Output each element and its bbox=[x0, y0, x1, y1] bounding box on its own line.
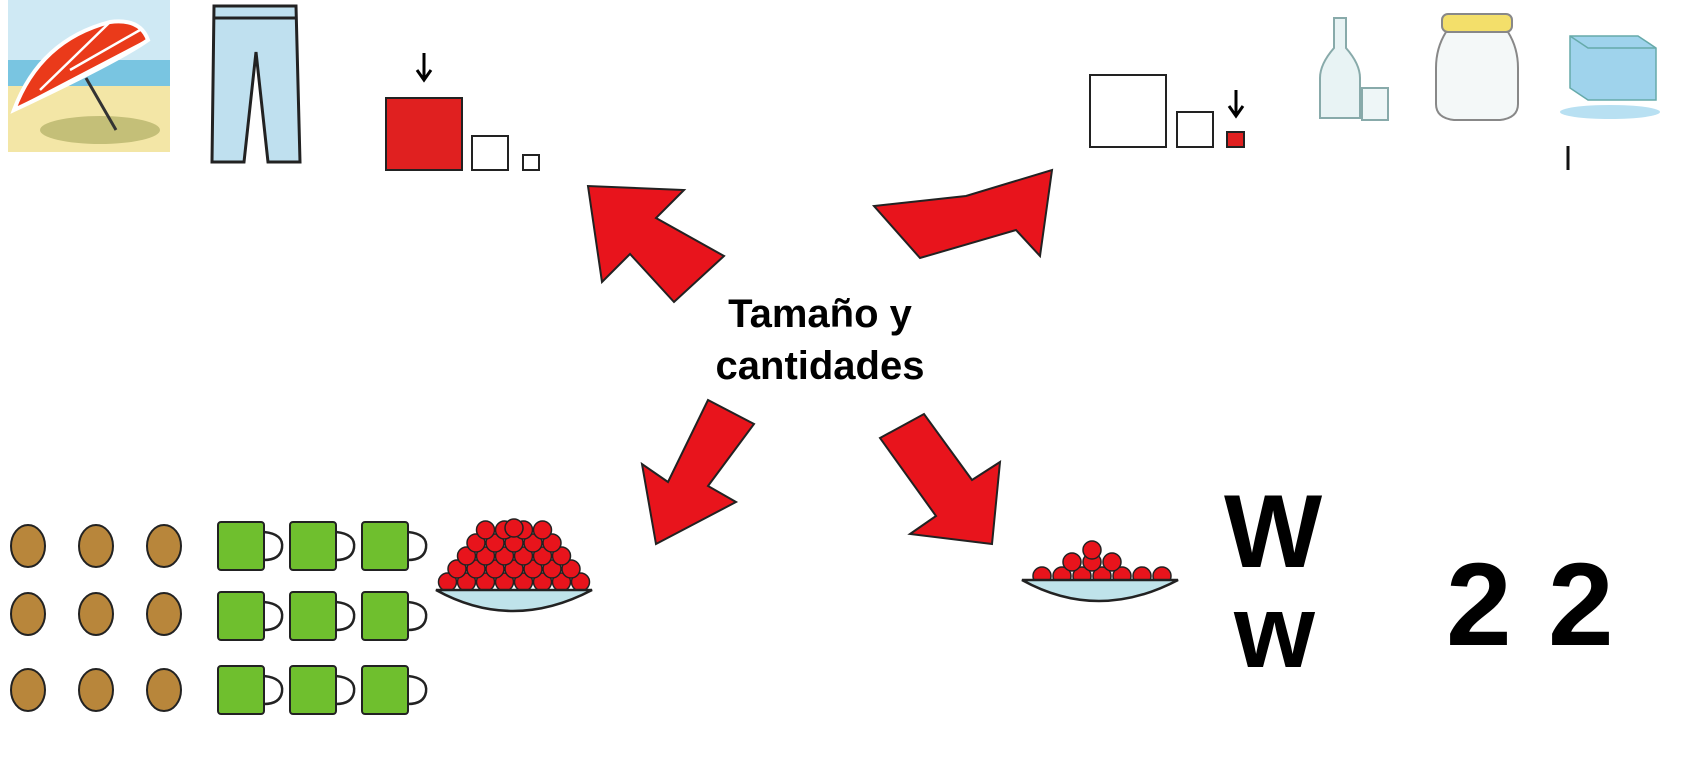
berry-icon bbox=[1102, 552, 1122, 572]
berry-icon bbox=[504, 518, 524, 538]
number-two-left: 2 bbox=[1446, 539, 1512, 671]
beach-umbrella-icon bbox=[8, 0, 170, 152]
berry-icon bbox=[513, 546, 534, 566]
jeans-icon bbox=[210, 4, 302, 164]
berry-icon bbox=[475, 520, 496, 540]
berry-icon bbox=[494, 546, 515, 566]
potato-icon bbox=[146, 524, 182, 568]
potato-icon bbox=[78, 668, 114, 712]
full-bowl-berries-icon bbox=[435, 518, 593, 613]
potato-icon bbox=[146, 592, 182, 636]
berry-icon bbox=[485, 559, 505, 579]
berry-icon bbox=[447, 559, 467, 579]
berry-icon bbox=[485, 533, 505, 553]
bottle-and-glass-icon bbox=[1319, 17, 1389, 121]
arrow-top-right bbox=[871, 168, 1054, 260]
berry-icon bbox=[1062, 552, 1082, 572]
berry-icon bbox=[523, 533, 543, 553]
arrow-top-left bbox=[586, 184, 726, 304]
potato-icon bbox=[78, 524, 114, 568]
bowl-few-berries-icon bbox=[1021, 540, 1179, 603]
cup-icon bbox=[217, 591, 284, 641]
berry-icon bbox=[551, 546, 572, 566]
berry-icon bbox=[466, 533, 486, 553]
cup-icon bbox=[361, 521, 428, 571]
cup-icon bbox=[361, 591, 428, 641]
berry-icon bbox=[475, 546, 496, 566]
small-size-squares-icon bbox=[1089, 74, 1245, 148]
big-letter-w: W bbox=[1224, 474, 1323, 590]
cup-icon bbox=[289, 591, 356, 641]
potato-icon bbox=[10, 592, 46, 636]
small-letter-w: w bbox=[1234, 574, 1315, 690]
cup-icon bbox=[217, 521, 284, 571]
arrow-bottom-right bbox=[878, 412, 1002, 546]
center-title: Tamaño y cantidades bbox=[640, 288, 1000, 392]
berry-icon bbox=[456, 546, 477, 566]
ice-block-icon bbox=[1560, 35, 1660, 170]
berry-icon bbox=[466, 559, 486, 579]
center-title-line2: cantidades bbox=[715, 344, 925, 388]
potato-icon bbox=[146, 668, 182, 712]
berry-icon bbox=[1082, 540, 1102, 560]
potato-icon bbox=[78, 592, 114, 636]
potato-icon bbox=[10, 668, 46, 712]
center-title-line1: Tamaño y bbox=[728, 292, 912, 336]
berry-icon bbox=[532, 520, 553, 540]
potato-icon bbox=[10, 524, 46, 568]
cup-icon bbox=[361, 665, 428, 715]
cup-icon bbox=[217, 665, 284, 715]
berry-icon bbox=[561, 559, 581, 579]
big-size-squares-icon bbox=[385, 53, 540, 171]
potatoes-grid-icon bbox=[10, 524, 182, 712]
berry-icon bbox=[504, 559, 524, 579]
green-cups-grid-icon bbox=[217, 521, 428, 715]
berry-icon bbox=[542, 559, 562, 579]
cup-icon bbox=[289, 665, 356, 715]
number-two-right: 2 bbox=[1548, 539, 1614, 671]
glass-jar-icon bbox=[1435, 13, 1519, 121]
berry-icon bbox=[532, 546, 553, 566]
berry-icon bbox=[523, 559, 543, 579]
cup-icon bbox=[289, 521, 356, 571]
arrow-bottom-left bbox=[640, 398, 756, 546]
berry-icon bbox=[542, 533, 562, 553]
